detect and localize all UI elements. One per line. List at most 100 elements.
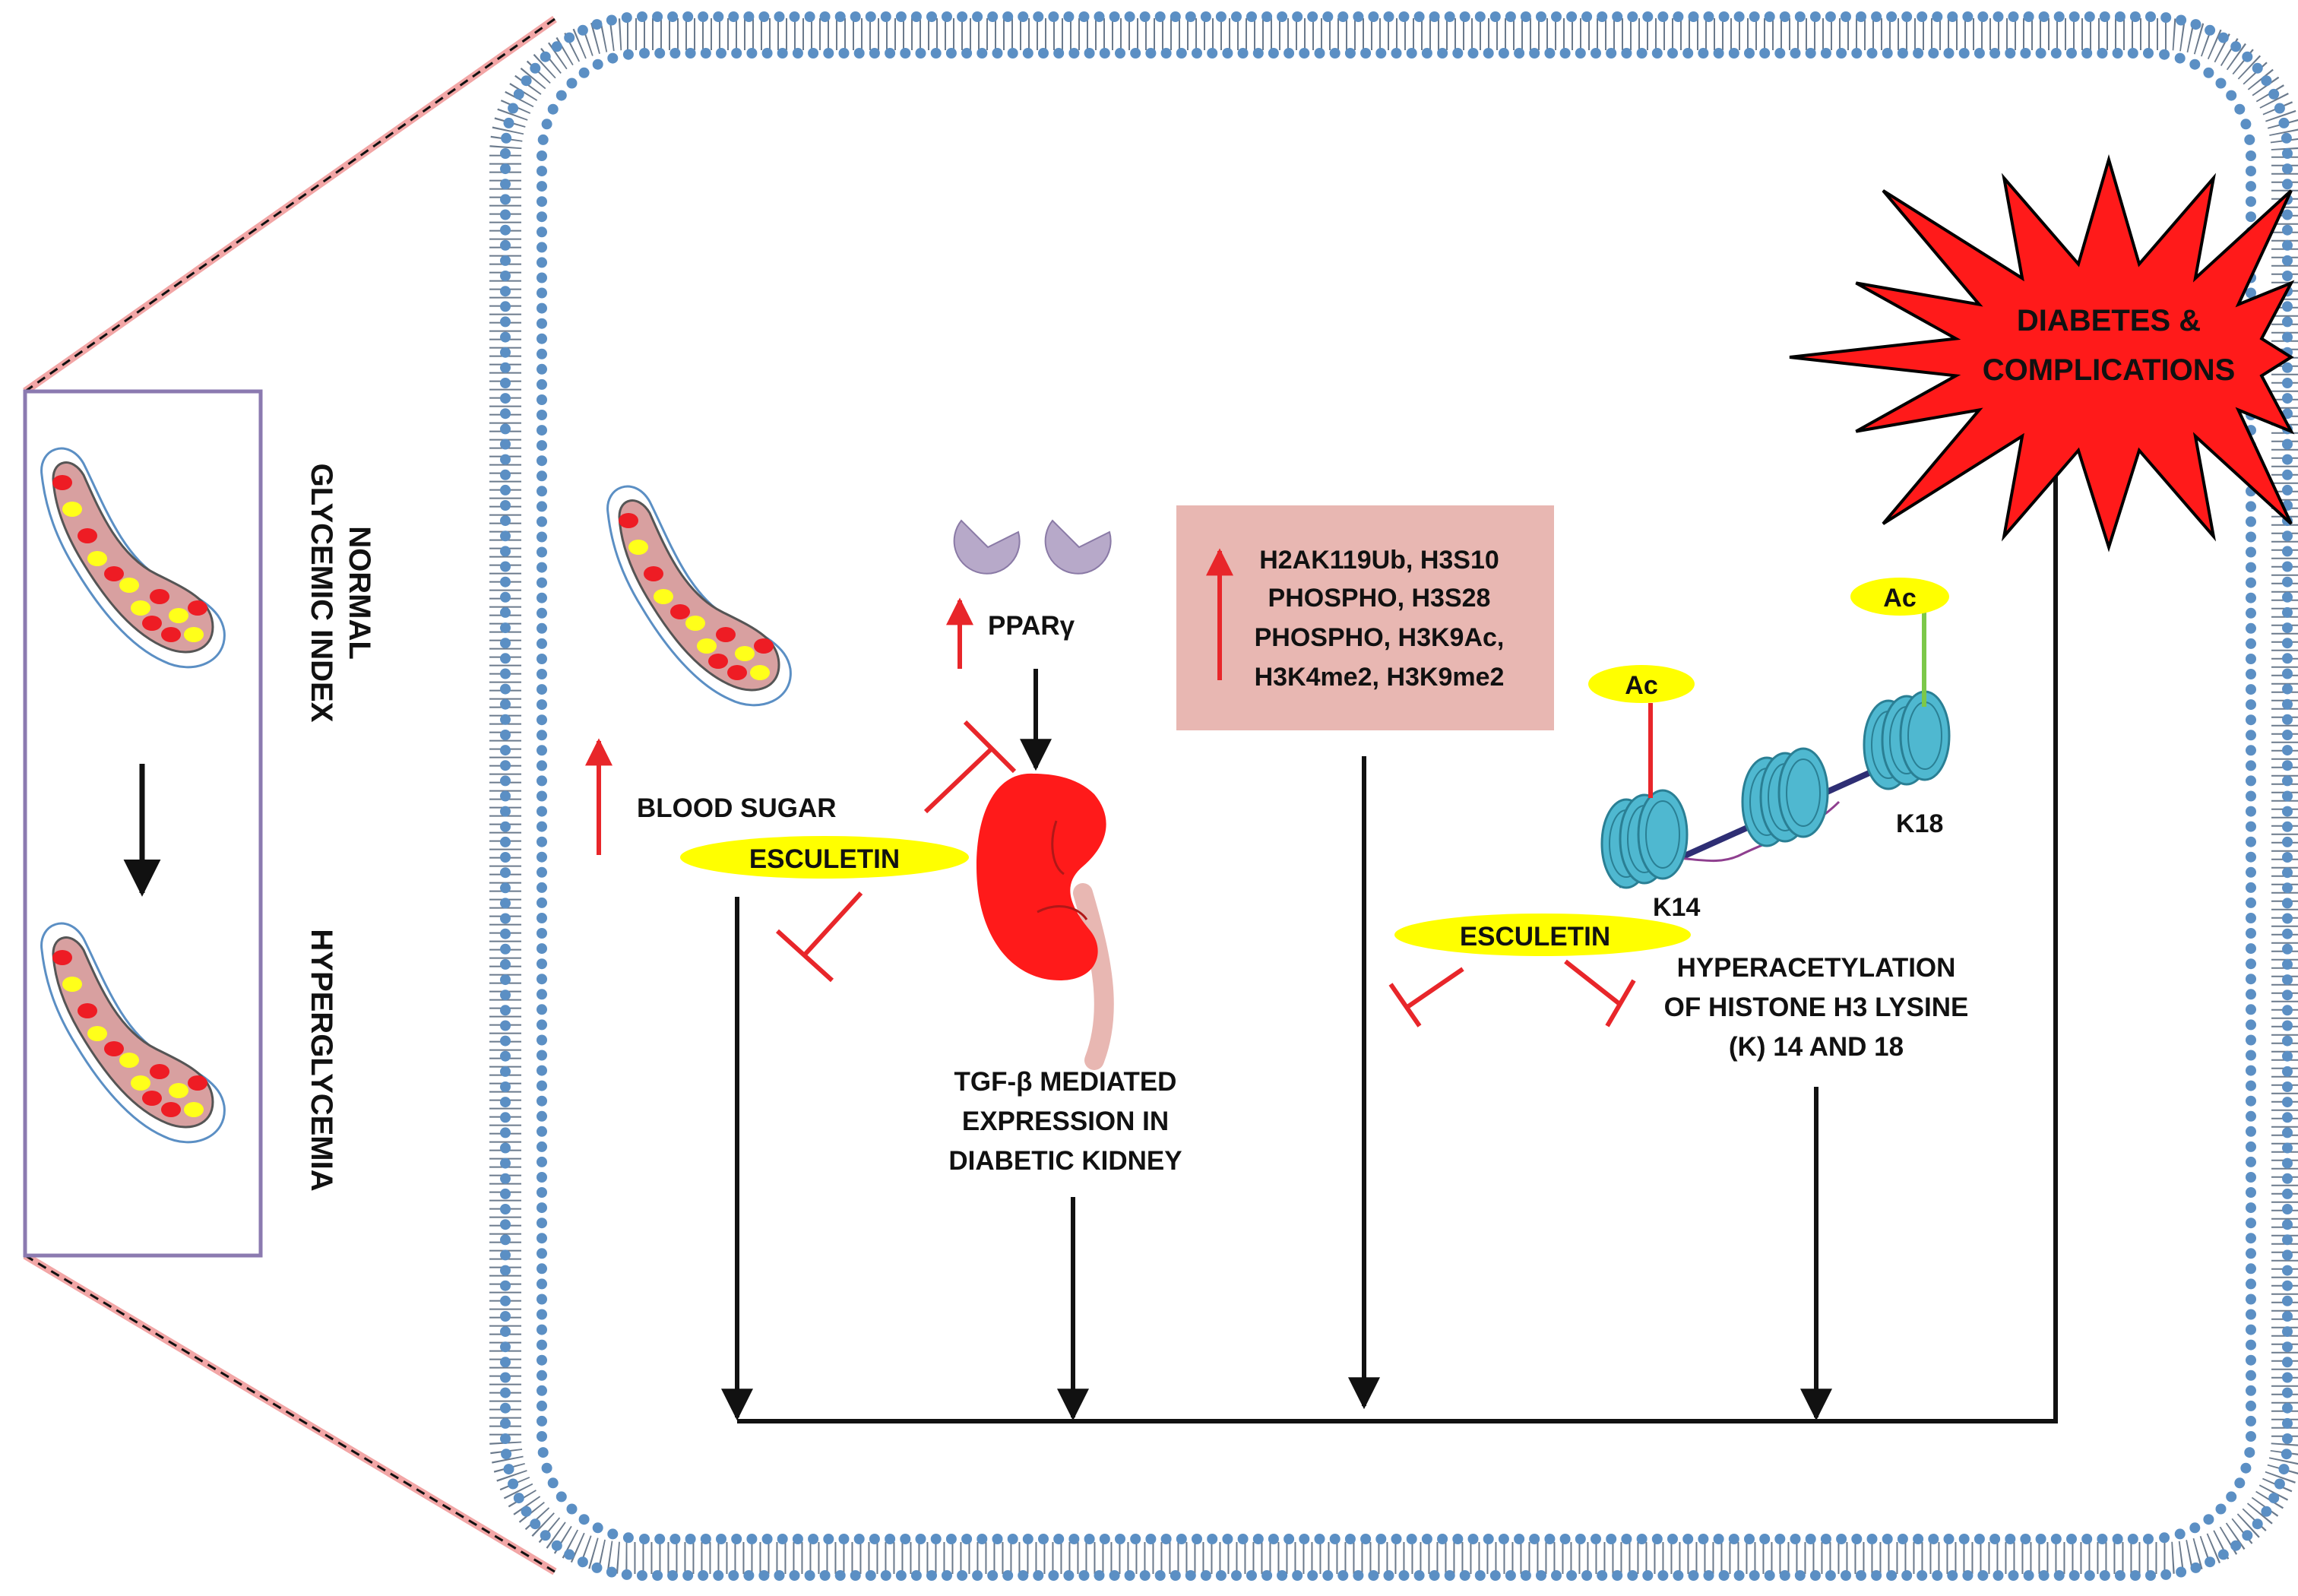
- membrane-bead: [537, 1294, 547, 1305]
- islet-red: [188, 1075, 207, 1091]
- membrane-bead: [2282, 1433, 2293, 1444]
- membrane-bead: [578, 1514, 590, 1525]
- membrane-bead: [1252, 1534, 1264, 1544]
- membrane-bead: [2246, 1248, 2256, 1259]
- membrane-bead: [1474, 11, 1486, 22]
- membrane-bead: [537, 166, 547, 177]
- membrane-bead: [1307, 11, 1318, 22]
- membrane-bead: [945, 1534, 957, 1544]
- membrane-bead: [537, 1431, 547, 1442]
- esculetin-oval-1: [680, 836, 969, 879]
- membrane-bead: [2282, 1295, 2293, 1306]
- membrane-bead: [2246, 943, 2256, 955]
- membrane-bead: [2282, 148, 2293, 159]
- membrane-bead: [728, 11, 739, 22]
- membrane-bead: [789, 11, 800, 22]
- pathway-arrows: [721, 395, 2072, 1423]
- membrane-bead: [2246, 150, 2256, 161]
- membrane-bead: [2246, 1370, 2256, 1381]
- membrane-bead: [500, 730, 511, 740]
- esculetin-oval-2: [1394, 914, 1691, 956]
- membrane-bead: [2230, 1540, 2242, 1551]
- membrane-bead: [500, 576, 511, 587]
- membrane-bead: [789, 1570, 800, 1581]
- membrane-bead: [2246, 592, 2256, 603]
- membrane-bead: [1809, 11, 1821, 22]
- membrane-bead: [1429, 11, 1440, 22]
- membrane-bead: [537, 1339, 547, 1351]
- membrane-bead: [1642, 11, 1654, 22]
- islet-red: [78, 1003, 97, 1018]
- membrane-bead: [2246, 806, 2256, 817]
- inhibit-histone-mods: [1388, 967, 1464, 1028]
- membrane-bead: [834, 1570, 846, 1581]
- membrane-bead: [1718, 11, 1730, 22]
- membrane-bead: [1974, 1534, 1985, 1544]
- membrane-bead: [2282, 239, 2293, 251]
- membrane-bead: [1606, 1534, 1617, 1544]
- membrane-bead: [2282, 1081, 2293, 1092]
- membrane-bead: [537, 1034, 547, 1046]
- membrane-bead: [2246, 714, 2256, 726]
- membrane-bead: [2176, 1566, 2187, 1578]
- membrane-bead: [500, 255, 511, 266]
- membrane-bead: [551, 1540, 562, 1551]
- membrane-bead: [761, 48, 773, 59]
- membrane-bead: [1467, 1534, 1479, 1544]
- membrane-bead: [1078, 11, 1090, 22]
- membrane-bead: [537, 486, 547, 497]
- membrane-bead: [2282, 1204, 2293, 1214]
- membrane-bead: [537, 211, 547, 223]
- membrane-bead: [1882, 48, 1893, 59]
- membrane-bead: [1084, 1534, 1095, 1544]
- islet-yellow: [184, 1102, 204, 1117]
- membrane-bead: [513, 1493, 524, 1504]
- membrane-bead: [2127, 48, 2138, 59]
- membrane-bead: [500, 209, 511, 220]
- membrane-bead: [566, 78, 578, 89]
- membrane-bead: [513, 88, 524, 100]
- membrane-bead: [2084, 11, 2095, 22]
- membrane-bead: [2282, 928, 2293, 939]
- membrane-bead: [2246, 531, 2256, 543]
- membrane-bead: [2050, 1534, 2062, 1544]
- membrane-bead: [2246, 1263, 2256, 1275]
- membrane-bead: [1627, 1570, 1638, 1581]
- membrane-bead: [961, 1534, 973, 1544]
- membrane-bead: [1261, 11, 1273, 22]
- islet-yellow: [131, 600, 150, 616]
- membrane-bead: [2129, 1570, 2141, 1581]
- membrane-bead: [685, 48, 696, 59]
- membrane-bead: [1246, 1570, 1257, 1581]
- membrane-bead: [942, 11, 952, 22]
- membrane-bead: [731, 1534, 742, 1544]
- membrane-bead: [2282, 714, 2293, 725]
- normal-label-line2: GLYCEMIC INDEX: [305, 464, 338, 723]
- membrane-bead: [537, 501, 547, 512]
- membrane-bead: [1413, 11, 1425, 22]
- membrane-bead: [743, 1570, 755, 1581]
- membrane-bead: [669, 1534, 681, 1544]
- membrane-bead: [537, 318, 547, 329]
- pancreas-body: [52, 936, 214, 1129]
- islet-red: [52, 950, 72, 965]
- membrane-bead: [537, 531, 547, 543]
- membrane-bead: [537, 821, 547, 832]
- membrane-bead: [2282, 943, 2293, 955]
- membrane-bead: [2160, 12, 2172, 24]
- membrane-bead: [1307, 1570, 1318, 1581]
- membrane-bead: [537, 699, 547, 711]
- membrane-bead: [500, 928, 511, 939]
- membrane-bead: [792, 48, 803, 59]
- membrane-bead: [1514, 48, 1525, 59]
- membrane-bead: [2282, 867, 2293, 879]
- membrane-bead: [537, 730, 547, 741]
- membrane-bead: [1053, 48, 1065, 59]
- ac-label-k18: Ac: [1883, 584, 1916, 613]
- membrane-bead: [1222, 1534, 1233, 1544]
- islet-red: [644, 566, 663, 581]
- hyperacetylation-line3: (K) 14 AND 18: [1729, 1032, 1904, 1062]
- membrane-bead: [2244, 134, 2255, 145]
- membrane-bead: [1115, 1534, 1125, 1544]
- membrane-bead: [957, 1570, 968, 1581]
